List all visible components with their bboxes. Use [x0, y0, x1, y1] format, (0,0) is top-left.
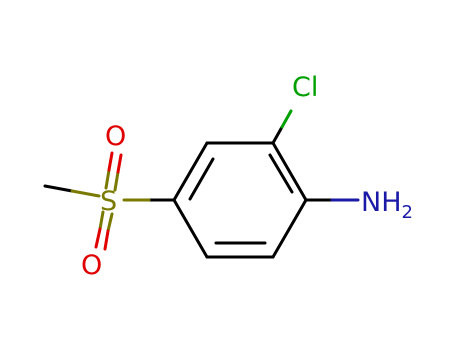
ring-bond-top-left — [172, 141, 209, 202]
chlorine-bond — [271, 109, 293, 145]
oxygen-bottom-label: O — [81, 250, 102, 281]
methyl-bond — [43, 184, 101, 198]
sulfur-label: S — [100, 186, 117, 217]
amine-symbol: NH — [361, 187, 402, 218]
ring-double-bond-right — [268, 153, 294, 194]
amine-label: NH2 — [361, 187, 413, 223]
benzene-ring — [172, 141, 308, 259]
ring-bond-bottom-left — [172, 198, 209, 259]
ring-bond-top-right — [271, 141, 308, 202]
oxygen-top-label: O — [105, 121, 126, 152]
sulfonyl-oxygen-bottom-bond — [94, 210, 114, 251]
ring-bond-bottom-right — [271, 198, 308, 259]
sulfonyl-oxygen-top-bond — [104, 151, 123, 192]
ring-double-bond-left — [188, 157, 215, 201]
chlorine-label: Cl — [292, 72, 318, 103]
amine-subscript: 2 — [402, 202, 413, 223]
